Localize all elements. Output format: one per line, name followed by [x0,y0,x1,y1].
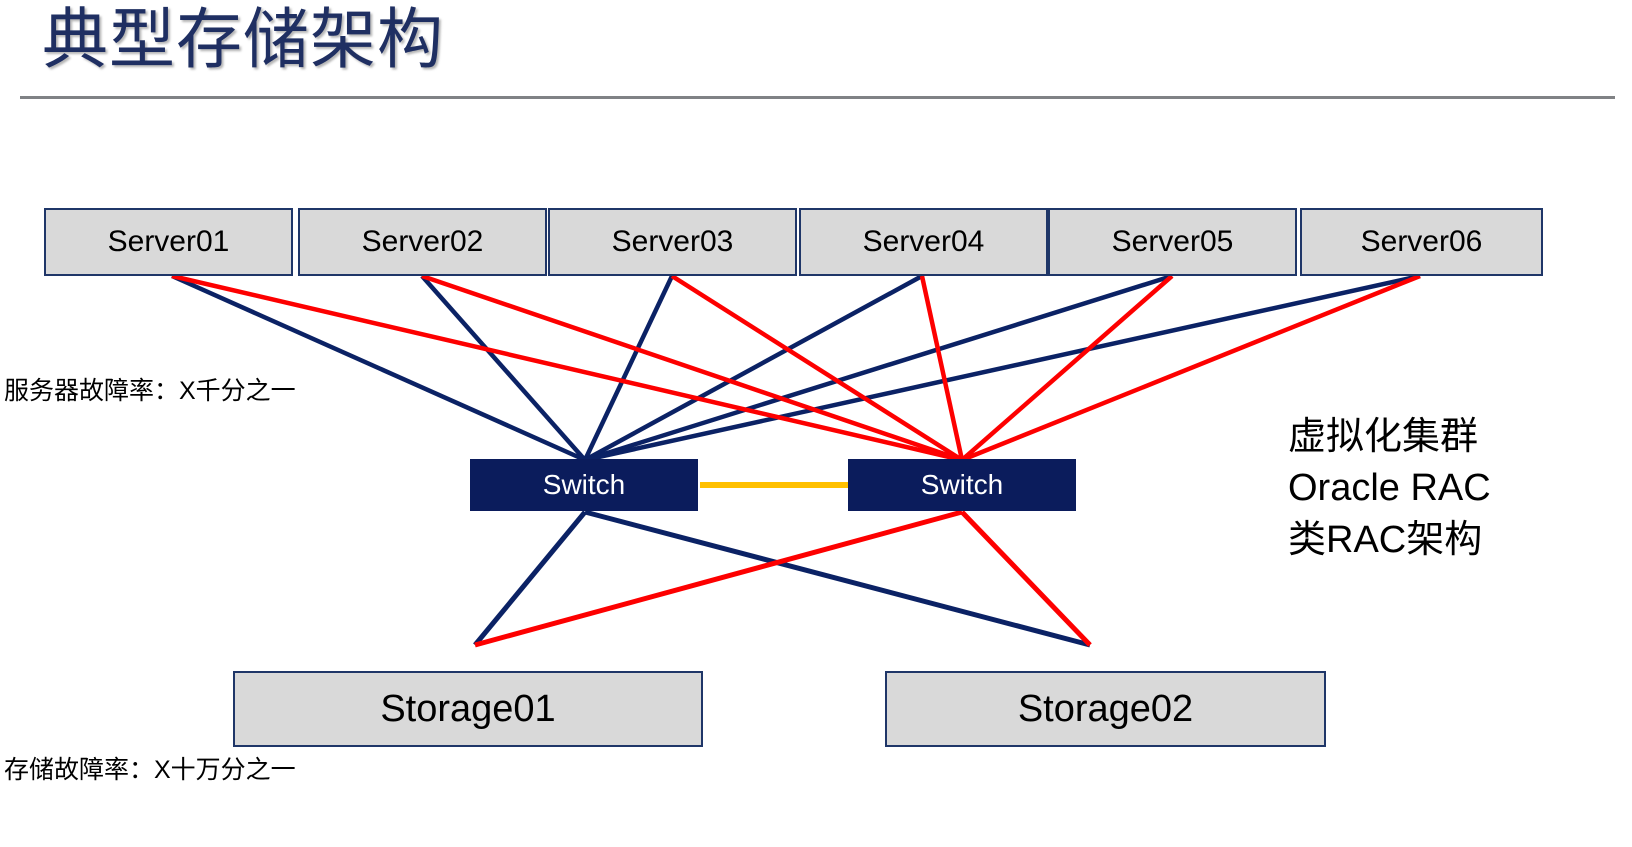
storage-label: Storage01 [380,687,556,730]
server-label: Server05 [1111,225,1234,258]
link-server1-to-switch1 [171,273,586,463]
server-node-04[interactable]: Server04 [799,208,1048,276]
server-label: Server06 [1360,225,1483,258]
link-server3-to-switch2 [670,274,964,462]
server-node-01[interactable]: Server01 [44,208,293,276]
link-switch2-to-storage2 [960,510,1092,647]
link-server6-to-switch1 [584,273,1421,463]
storage-label: Storage02 [1017,687,1194,730]
server-failure-rate-note: 服务器故障率：X千分之一 [4,377,296,405]
link-server4-to-switch2 [919,275,965,461]
link-server1-to-switch2 [171,273,963,463]
storage-node-01[interactable]: Storage01 [233,671,703,747]
title-divider [20,96,1615,99]
link-server5-to-switch1 [584,273,1173,463]
switch-label: Switch [542,469,626,500]
page-title: 典型存储架构 [42,2,444,76]
server-label: Server02 [361,225,484,258]
storage-failure-rate-note: 存储故障率：X十万分之一 [4,756,296,784]
link-switch1-to-storage1 [473,510,587,647]
link-switch2-to-storage1 [474,509,963,648]
link-server5-to-switch2 [960,274,1174,462]
cluster-note-line-2: Oracle RAC [1288,467,1491,510]
server-node-05[interactable]: Server05 [1048,208,1297,276]
server-node-03[interactable]: Server03 [548,208,797,276]
server-node-06[interactable]: Server06 [1300,208,1543,276]
cluster-note: 虚拟化集群 Oracle RAC 类RAC架构 [1288,412,1491,566]
link-server2-to-switch2 [421,273,963,463]
server-label: Server04 [862,225,985,258]
link-server6-to-switch2 [961,273,1421,463]
server-node-02[interactable]: Server02 [298,208,547,276]
storage-node-02[interactable]: Storage02 [885,671,1326,747]
link-server4-to-switch1 [583,274,924,462]
switch-node-02[interactable]: Switch [848,459,1076,511]
link-switch1-to-storage2 [584,509,1091,648]
switch-node-01[interactable]: Switch [470,459,698,511]
server-label: Server03 [611,225,734,258]
switch-label: Switch [920,469,1004,500]
cluster-note-line-3: 类RAC架构 [1288,518,1483,561]
link-server2-to-switch1 [420,274,587,462]
link-server3-to-switch1 [582,275,675,461]
server-label: Server01 [107,225,230,258]
cluster-note-line-1: 虚拟化集群 [1288,416,1479,458]
